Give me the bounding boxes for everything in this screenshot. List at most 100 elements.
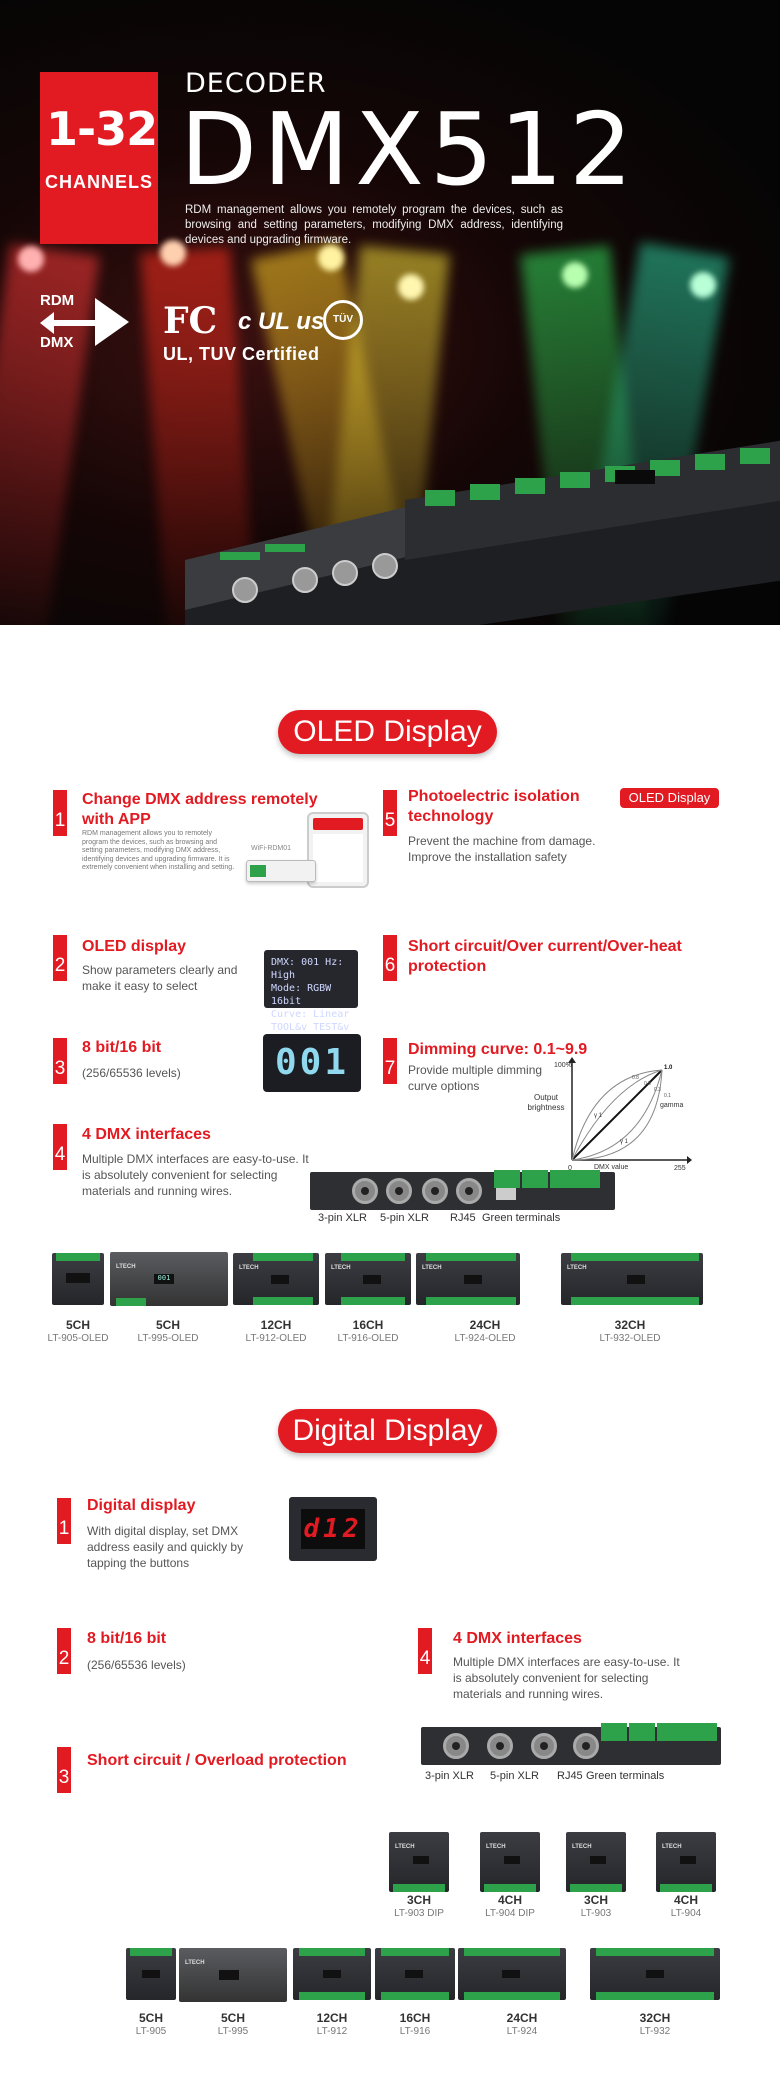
- device-image: LTECH: [389, 1832, 449, 1892]
- app-screen-header: [313, 818, 363, 830]
- green-terminal-icon: [522, 1170, 548, 1188]
- xlr5-port-icon: [531, 1733, 557, 1759]
- port-label: 3-pin XLR: [318, 1212, 367, 1224]
- port-label: 3-pin XLR: [425, 1770, 474, 1782]
- device-image: LTECH: [416, 1253, 520, 1305]
- curve-xend: 255: [674, 1165, 686, 1172]
- feature-description: Prevent the machine from damage. Improve…: [408, 834, 596, 864]
- dmx-label: DMX: [40, 334, 74, 351]
- device-model: LT-995: [217, 2026, 249, 2037]
- stage-light: [18, 246, 44, 272]
- device-model: LT-912: [316, 2026, 348, 2037]
- xlr3-port-icon: [443, 1733, 469, 1759]
- xlr3-port-icon: [386, 1178, 412, 1204]
- device-model: LT-932: [639, 2026, 671, 2037]
- certified-text: UL, TUV Certified: [163, 344, 320, 364]
- device-image: [375, 1948, 455, 2000]
- curve-gamma-lower: γ 1: [594, 1113, 603, 1119]
- module-label: WiFi-RDM01: [251, 845, 292, 852]
- device-channels: 3CH: [583, 1893, 608, 1907]
- oled-display-tag: OLED Display: [620, 788, 719, 808]
- dimming-curve-chart: 100% 0 255 DMX value gamma 1.0 0.8 0.5 0…: [554, 1057, 692, 1172]
- device-image: [126, 1948, 176, 2000]
- port-label: Green terminals: [482, 1212, 561, 1224]
- curve-origin: 0: [568, 1165, 572, 1172]
- device-model: LT-916-OLED: [337, 1333, 399, 1344]
- feature-description: RDM management allows you to remotely pr…: [82, 830, 235, 871]
- feature-description: Multiple DMX interfaces are easy-to-use.…: [82, 1152, 309, 1198]
- device-channels: 4CH: [673, 1893, 698, 1907]
- stage-light: [318, 245, 344, 271]
- xlr5-port-icon: [573, 1733, 599, 1759]
- port-label: 5-pin XLR: [490, 1770, 539, 1782]
- port-label: RJ45: [557, 1770, 583, 1782]
- device-model: LT-932-OLED: [599, 1333, 661, 1344]
- xlr3-port-icon: [352, 1178, 378, 1204]
- green-terminal-icon: [657, 1723, 717, 1741]
- rdm-dmx-icon: RDM DMX: [40, 292, 135, 354]
- feature-title: 8 bit/16 bit: [87, 1630, 167, 1647]
- feature-title: Short circuit / Overload protection: [87, 1752, 347, 1769]
- device-channels: 5CH: [155, 1318, 180, 1332]
- feature-number: 4: [53, 1124, 67, 1170]
- feature-number: 3: [57, 1747, 71, 1793]
- device-model: LT-995-OLED: [137, 1333, 199, 1344]
- device-model: LT-924-OLED: [454, 1333, 516, 1344]
- xlr3-port-icon: [487, 1733, 513, 1759]
- feature-title: 8 bit/16 bit: [82, 1039, 162, 1056]
- device-image: LTECH: [480, 1832, 540, 1892]
- green-terminal-icon: [601, 1723, 627, 1741]
- feature-number: 6: [383, 935, 397, 981]
- curve-gamma: gamma: [660, 1102, 683, 1109]
- device-channels: 24CH: [469, 1318, 501, 1332]
- app-screen-body: [313, 834, 363, 882]
- oled-line: DMX: 001 Hz: High: [271, 957, 344, 981]
- device-channels: 24CH: [506, 2011, 538, 2025]
- device-channels: 12CH: [260, 1318, 292, 1332]
- xlr5-port-icon: [456, 1178, 482, 1204]
- device-image: LTECH: [179, 1948, 287, 2002]
- oled-line: Mode: RGBW 16bit: [271, 983, 332, 1007]
- device-channels: 16CH: [352, 1318, 384, 1332]
- device-model: LT-904 DIP: [485, 1908, 535, 1919]
- feature-number: 1: [57, 1498, 71, 1544]
- channel-label: CHANNELS: [44, 172, 153, 192]
- feature-description: With digital display, set DMX address ea…: [87, 1524, 244, 1570]
- device-channels: 32CH: [614, 1318, 646, 1332]
- stage-light: [160, 240, 186, 266]
- device-channels: 32CH: [639, 2011, 671, 2025]
- digital-readout: d12: [301, 1509, 365, 1549]
- device-model: LT-912-OLED: [245, 1333, 307, 1344]
- feature-title: Dimming curve: 0.1~9.9: [408, 1041, 588, 1058]
- device-channels: 5CH: [220, 2011, 245, 2025]
- port-label: 5-pin XLR: [380, 1212, 429, 1224]
- left-arrow-icon: [40, 312, 54, 334]
- curve-mark: 1.0: [664, 1065, 673, 1071]
- device-channels: 12CH: [316, 2011, 348, 2025]
- oled-line: Curve: Linear: [271, 1009, 350, 1020]
- device-image: LTECH: [561, 1253, 703, 1305]
- curve-mark: 0.8: [632, 1075, 639, 1081]
- xlr5-port-icon: [422, 1178, 448, 1204]
- device-image: [52, 1253, 104, 1305]
- device-model: LT-905: [135, 2026, 167, 2037]
- feature-title: 4 DMX interfaces: [453, 1630, 582, 1647]
- stage-light: [690, 272, 716, 298]
- channel-badge: 1-32 CHANNELS: [40, 72, 158, 244]
- device-channels: 16CH: [399, 2011, 431, 2025]
- hero-description: RDM management allows you remotely progr…: [185, 204, 563, 246]
- device-image: LTECH: [566, 1832, 626, 1892]
- green-terminal-icon: [629, 1723, 655, 1741]
- stage-light: [562, 262, 588, 288]
- feature-number: 7: [383, 1038, 397, 1084]
- device-channels: 3CH: [406, 1893, 431, 1907]
- device-model: LT-903 DIP: [394, 1908, 444, 1919]
- tuv-logo-icon: TÜV: [323, 300, 363, 340]
- port-label: Green terminals: [586, 1770, 665, 1782]
- wifi-rdm-module: WiFi-RDM01: [246, 845, 316, 882]
- hero-banner: 1-32 CHANNELS DECODER DMX512 RDM managem…: [0, 0, 780, 625]
- digital-display-image: d12: [289, 1497, 377, 1561]
- device-model: LT-924: [506, 2026, 538, 2037]
- feature-number: 2: [57, 1628, 71, 1674]
